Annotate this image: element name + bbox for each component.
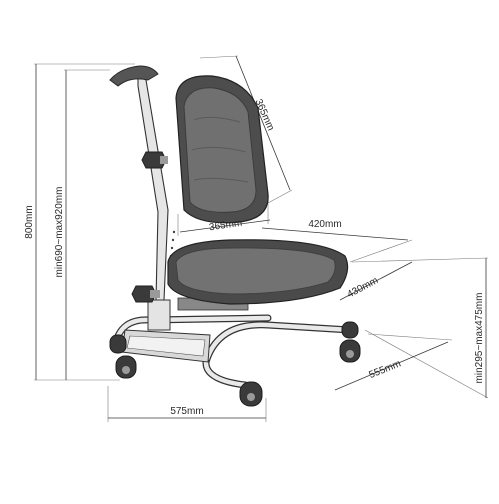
base-depth-label: 555mm [368, 358, 403, 381]
seat-width-line [261, 227, 409, 241]
seat [167, 239, 349, 305]
base-width-label: 575mm [170, 406, 203, 417]
adjustment-knob-lower [131, 285, 160, 303]
backrest-height-range-label: min690~max920mm [54, 187, 65, 278]
seat-depth-label: 430mm [346, 275, 381, 300]
dimension-lines [34, 55, 489, 422]
backrest-width-label: 365mm [208, 218, 243, 234]
chair-illustration [109, 65, 361, 407]
caster-front-left [115, 355, 137, 379]
caster-front-center [239, 381, 263, 407]
seat-height-range-label: min295~max475mm [474, 293, 485, 384]
caster-rear-right [339, 339, 361, 363]
backrest [175, 75, 269, 224]
caster-rear-left [109, 334, 127, 354]
seat-width-label: 420mm [308, 219, 341, 230]
adjustment-knob-upper [141, 151, 168, 169]
caster-back-right [341, 321, 359, 339]
total-height-label: 800mm [24, 205, 35, 238]
base-depth-line [334, 341, 449, 391]
backrest-width-line [179, 219, 271, 233]
backrest-height-365-line [235, 55, 291, 191]
seat-depth-line [339, 261, 413, 301]
